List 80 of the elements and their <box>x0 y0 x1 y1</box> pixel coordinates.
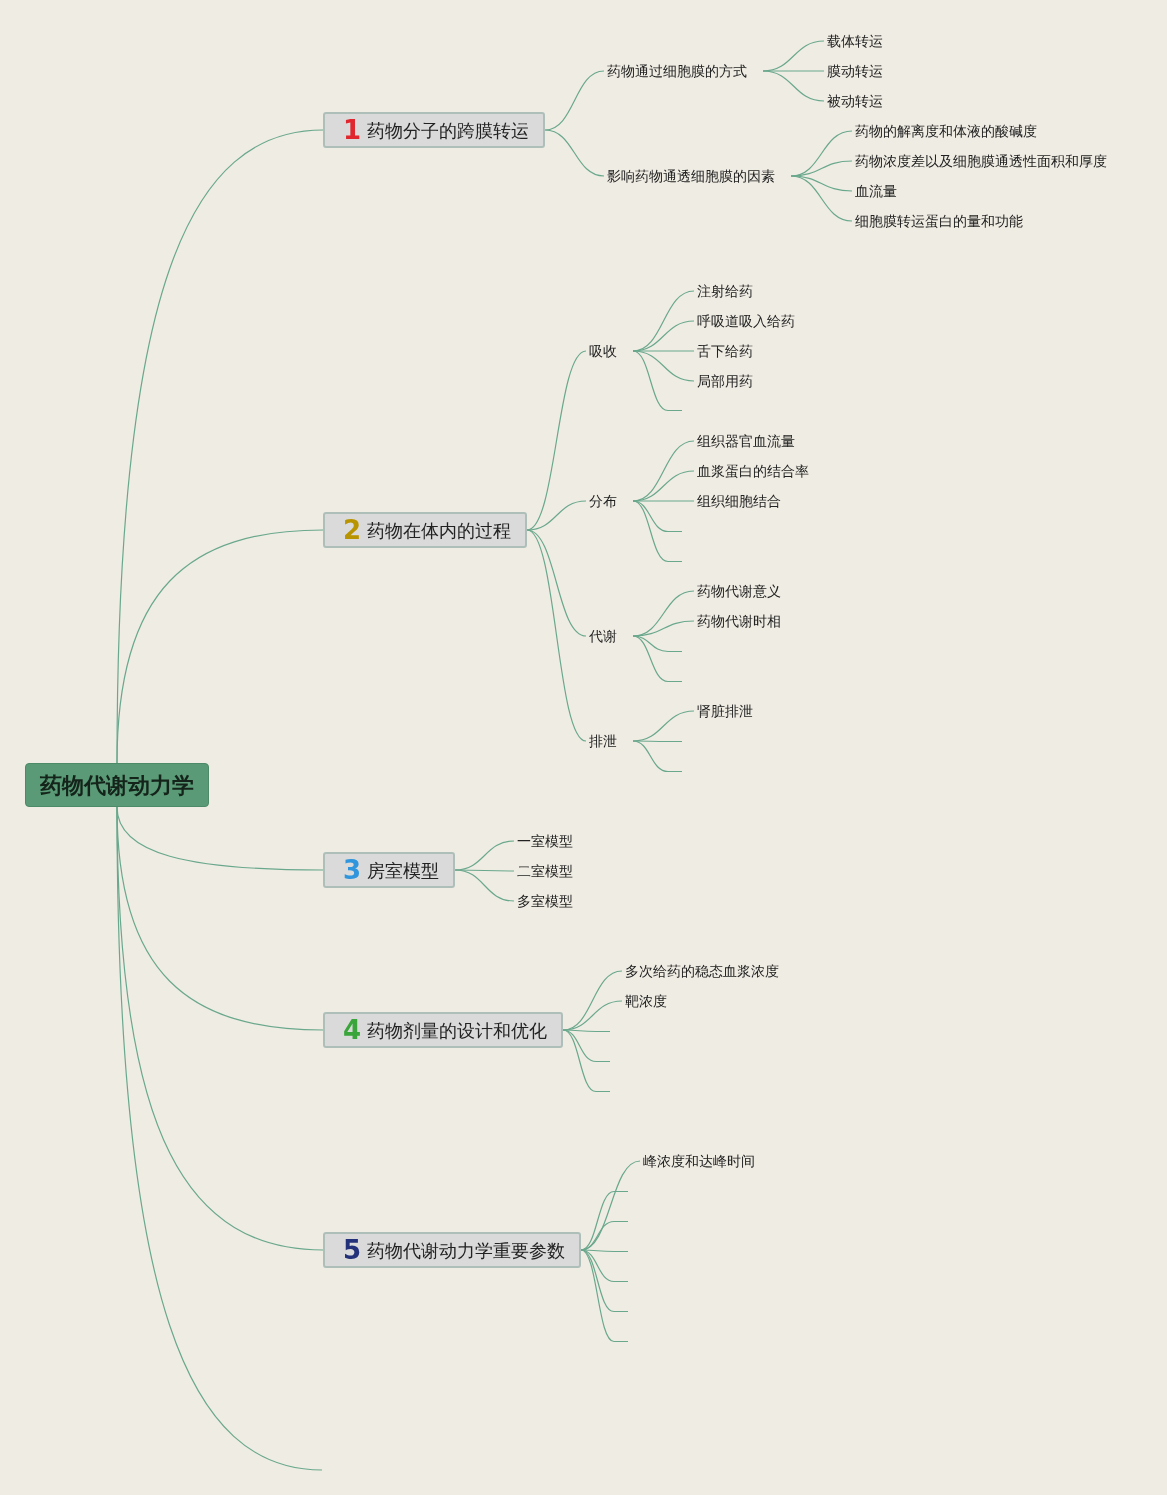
subtopic-text: 多室模型 <box>514 890 589 912</box>
subtopic-text: 一室模型 <box>514 830 589 852</box>
subtopic-text: 舌下给药 <box>694 340 769 362</box>
branch-line <box>580 1249 615 1343</box>
subtopic-text: 组织器官血流量 <box>694 430 811 452</box>
branch-line <box>116 806 323 1471</box>
empty-topic-line <box>668 561 682 562</box>
subtopic-text: 膜动转运 <box>824 60 899 82</box>
subtopic-text: 呼吸道吸入给药 <box>694 310 811 332</box>
subtopic-text: 药物通过细胞膜的方式 <box>604 60 763 82</box>
subtopic-text: 血流量 <box>852 180 913 202</box>
subtopic-text: 分布 <box>586 490 633 512</box>
empty-topic-line <box>596 1091 610 1092</box>
topic-box <box>323 1012 564 1048</box>
subtopic-text: 药物的解离度和体液的酸碱度 <box>852 120 1053 142</box>
topic-box <box>323 512 528 548</box>
empty-topic-line <box>668 531 682 532</box>
branch-line <box>632 635 669 683</box>
topic-box <box>323 1232 582 1268</box>
branch-line <box>790 175 853 192</box>
branch-line <box>116 529 324 764</box>
branch-line <box>454 869 515 902</box>
subtopic-text: 多次给药的稳态血浆浓度 <box>622 960 795 982</box>
subtopic-text: 排泄 <box>586 730 633 752</box>
branch-line <box>632 620 695 637</box>
subtopic-text: 细胞膜转运蛋白的量和功能 <box>852 210 1039 232</box>
branch-line <box>544 70 605 131</box>
branch-line <box>632 350 669 412</box>
empty-topic-line <box>614 1221 628 1222</box>
subtopic-text: 峰浓度和达峰时间 <box>640 1150 771 1172</box>
empty-topic-line <box>614 1311 628 1312</box>
topic-box <box>323 112 546 148</box>
subtopic-text: 局部用药 <box>694 370 769 392</box>
empty-topic-line <box>668 741 682 742</box>
branch-line <box>632 500 669 533</box>
topic-title: 药物在体内的过程 <box>367 518 512 543</box>
topic-box <box>323 852 456 888</box>
subtopic-text: 药物浓度差以及细胞膜通透性面积和厚度 <box>852 150 1123 172</box>
subtopic-text: 载体转运 <box>824 30 899 52</box>
subtopic-text: 影响药物通透细胞膜的因素 <box>604 165 791 187</box>
empty-topic-line <box>668 410 682 411</box>
empty-topic-line <box>668 771 682 772</box>
topic-number: 3 <box>343 857 362 883</box>
empty-topic-line <box>596 1031 610 1032</box>
branch-line <box>526 529 587 742</box>
branch-line <box>632 740 669 773</box>
empty-topic-line <box>668 651 682 652</box>
empty-topic-line <box>614 1281 628 1282</box>
subtopic-text: 靶浓度 <box>622 990 683 1012</box>
branch-line <box>544 129 605 177</box>
subtopic-text: 肾脏排泄 <box>694 700 769 722</box>
subtopic-text: 代谢 <box>586 625 633 647</box>
topic-title: 药物分子的跨膜转运 <box>367 118 530 143</box>
branch-line <box>632 500 669 563</box>
topic-number: 4 <box>343 1017 362 1043</box>
topic-title: 药物剂量的设计和优化 <box>367 1018 548 1043</box>
subtopic-text: 被动转运 <box>824 90 899 112</box>
subtopic-text: 药物代谢时相 <box>694 610 797 632</box>
subtopic-text: 组织细胞结合 <box>694 490 797 512</box>
branch-line <box>562 1029 597 1093</box>
branch-line <box>632 740 669 743</box>
empty-topic-line <box>596 1061 610 1062</box>
topic-number: 1 <box>343 117 362 143</box>
empty-topic-line <box>668 681 682 682</box>
branch-line <box>762 70 825 102</box>
root-topic-box: 药物代谢动力学 <box>25 763 209 807</box>
topic-number: 5 <box>343 1237 362 1263</box>
subtopic-text: 吸收 <box>586 340 633 362</box>
subtopic-text: 二室模型 <box>514 860 589 882</box>
subtopic-text: 血浆蛋白的结合率 <box>694 460 825 482</box>
subtopic-text: 注射给药 <box>694 280 769 302</box>
branch-line <box>632 350 695 382</box>
branch-line <box>790 175 853 222</box>
topic-title: 房室模型 <box>367 858 440 883</box>
topic-number: 2 <box>343 517 362 543</box>
empty-topic-line <box>614 1191 628 1192</box>
topic-title: 药物代谢动力学重要参数 <box>367 1238 566 1263</box>
subtopic-text: 药物代谢意义 <box>694 580 797 602</box>
empty-topic-line <box>614 1251 628 1252</box>
empty-topic-line <box>614 1341 628 1342</box>
